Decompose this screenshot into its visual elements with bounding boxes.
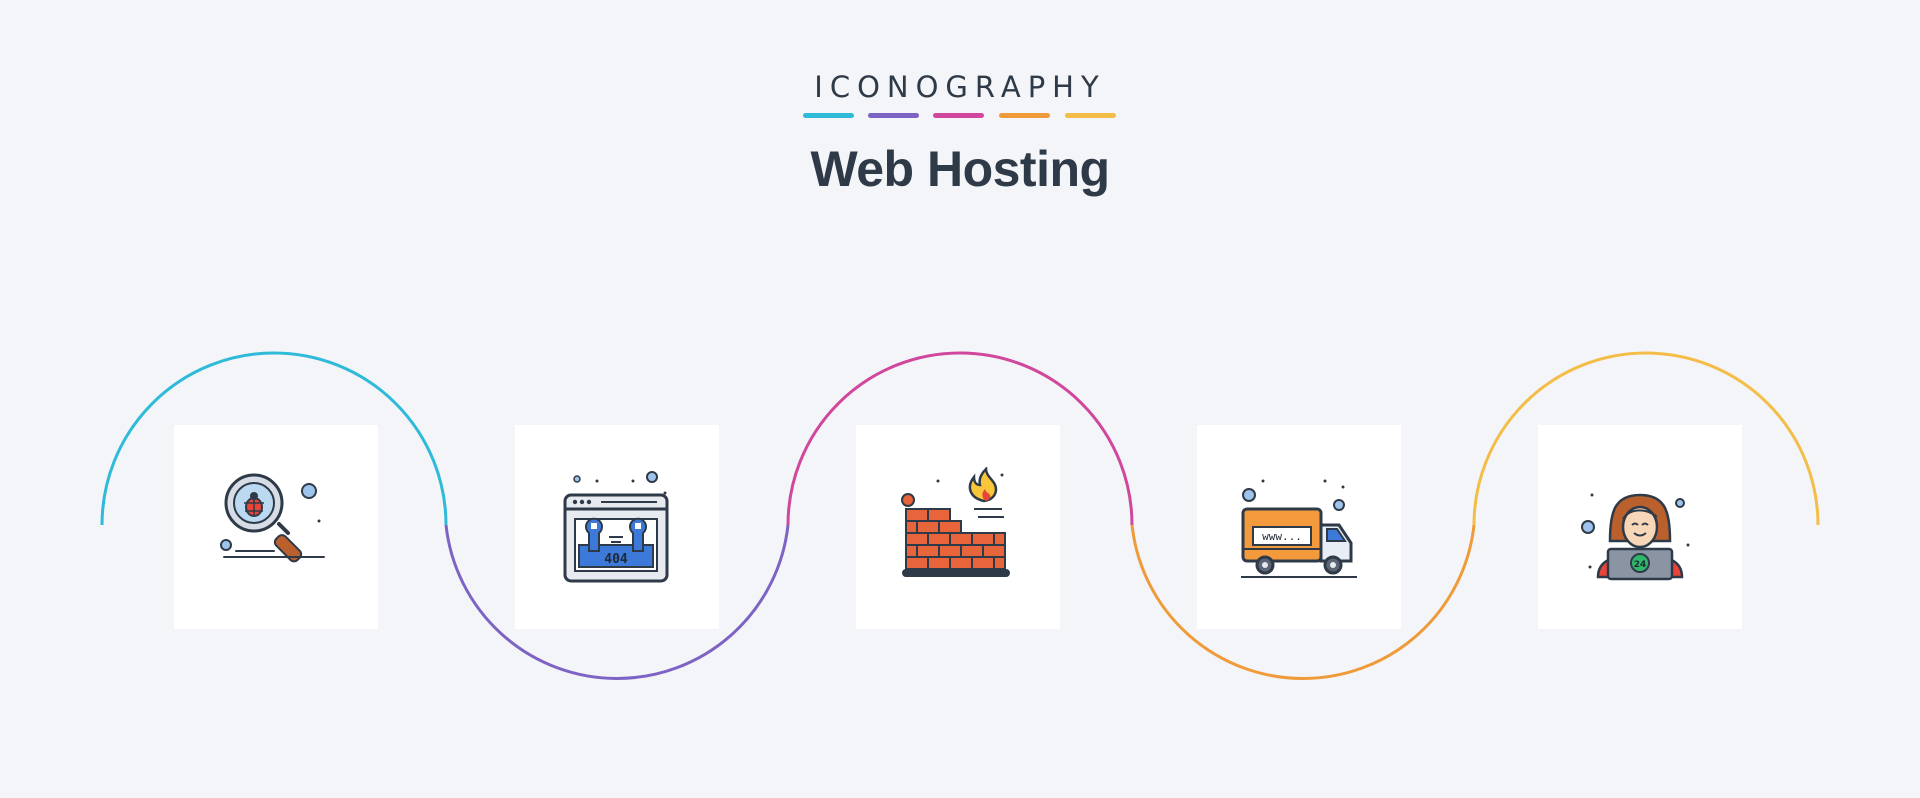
color-bar-magenta — [933, 113, 984, 118]
error-404-browser-icon: 404 — [563, 471, 669, 583]
icon-card-3 — [856, 425, 1060, 629]
color-bar-cyan — [803, 113, 854, 118]
firewall-icon — [901, 467, 1010, 577]
color-bar-yellow — [1065, 113, 1116, 118]
truck-text: www... — [1262, 530, 1302, 543]
error-code-text: 404 — [604, 552, 628, 567]
color-bar-orange — [999, 113, 1050, 118]
header: ICONOGRAPHY Web Hosting — [0, 0, 1920, 210]
wave-arc-orange — [1130, 524, 1476, 680]
support-24-agent-icon: 24 — [1581, 493, 1690, 581]
page-title: Web Hosting — [810, 141, 1110, 197]
color-bar-purple — [868, 113, 919, 118]
wave-arc-cyan — [100, 351, 448, 526]
color-bars — [803, 113, 1116, 119]
brand-label: ICONOGRAPHY — [814, 70, 1106, 104]
bug-search-icon — [220, 473, 325, 563]
support-hours-text: 24 — [1634, 560, 1647, 570]
wave-arc-purple — [444, 524, 790, 680]
icon-card-2: 404 — [515, 425, 719, 629]
icon-card-4: www... — [1197, 425, 1401, 629]
www-truck-icon: www... — [1241, 479, 1357, 578]
wave-arc-yellow — [1472, 351, 1820, 526]
wave-arc-magenta — [786, 351, 1134, 526]
icon-card-1 — [174, 425, 378, 629]
icon-card-5: 24 — [1538, 425, 1742, 629]
